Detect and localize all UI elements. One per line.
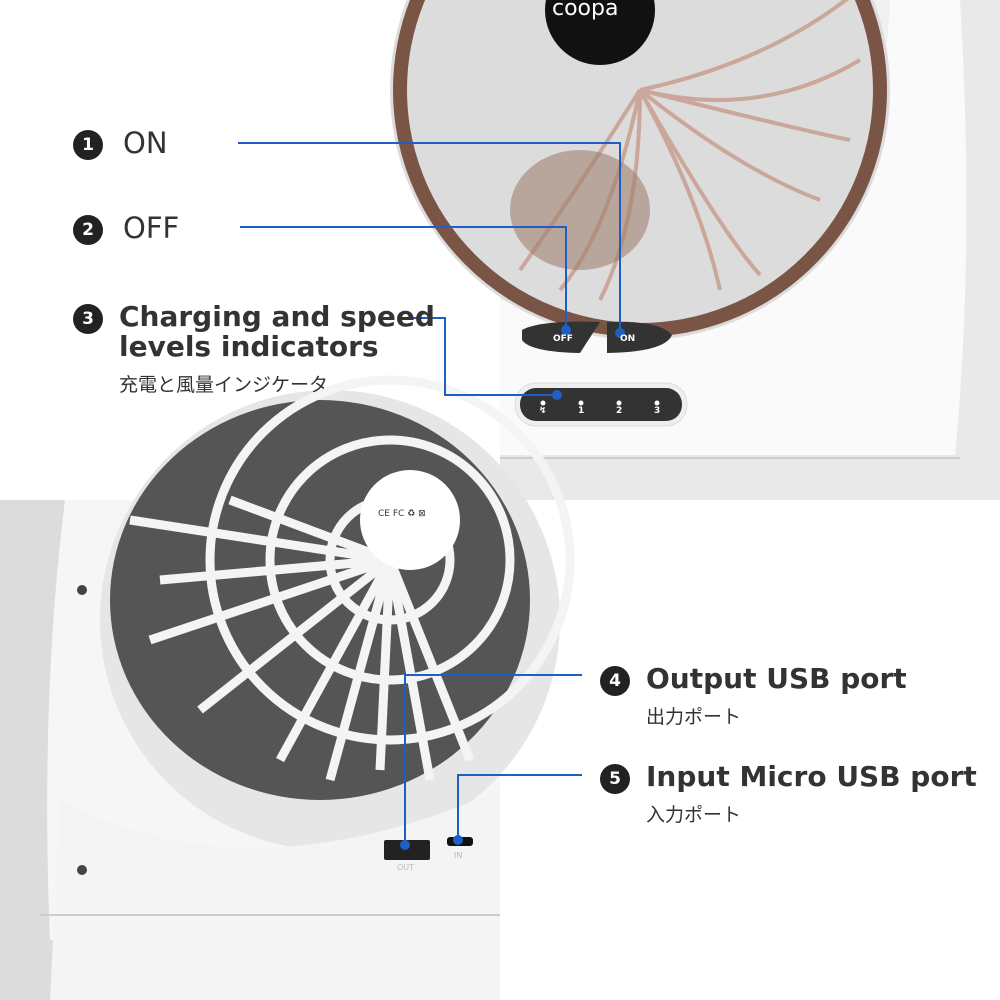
number-badge: 5 xyxy=(600,764,630,794)
callout-output-usb: 4 Output USB port 出力ポート xyxy=(600,664,907,729)
certification-marks: CE FC ♻ ⊠ xyxy=(378,509,426,519)
port-in-label: IN xyxy=(454,851,463,860)
indicator-charge: ↯ xyxy=(539,406,547,416)
fan-grille-back xyxy=(390,0,890,340)
callout-label: Input Micro USB port xyxy=(646,760,977,793)
off-button: OFF xyxy=(553,334,573,344)
callout-on: 1 ON xyxy=(73,128,168,160)
fan-hub xyxy=(545,0,655,65)
callout-label-jp: 入力ポート xyxy=(646,804,742,826)
number-badge: 2 xyxy=(73,215,103,245)
callout-indicators: 3 Charging and speed levels indicators 充… xyxy=(73,302,435,397)
brand-logo: coopa xyxy=(552,0,619,21)
usb-out-port xyxy=(384,840,430,860)
number-badge: 4 xyxy=(600,666,630,696)
callout-lines xyxy=(238,142,621,845)
callout-label: Output USB port xyxy=(646,662,907,695)
indicator-3: 3 xyxy=(654,406,661,416)
port-out-label: OUT xyxy=(397,863,415,872)
indicator-2: 2 xyxy=(616,406,623,416)
callout-label: OFF xyxy=(123,211,180,245)
callout-input-usb: 5 Input Micro USB port 入力ポート xyxy=(600,762,977,827)
callout-label: ON xyxy=(123,126,168,160)
callout-label: Charging and speed xyxy=(119,300,435,333)
number-badge: 1 xyxy=(73,130,103,160)
callout-off: 2 OFF xyxy=(73,213,179,245)
number-badge: 3 xyxy=(73,304,103,334)
callout-label-jp: 出力ポート xyxy=(646,706,742,728)
on-button: ON xyxy=(620,334,636,344)
callout-label-jp: 充電と風量インジケータ xyxy=(119,374,329,396)
callout-label: levels indicators xyxy=(119,330,379,363)
off-button-shape xyxy=(522,321,600,353)
indicator-1: 1 xyxy=(578,406,585,416)
